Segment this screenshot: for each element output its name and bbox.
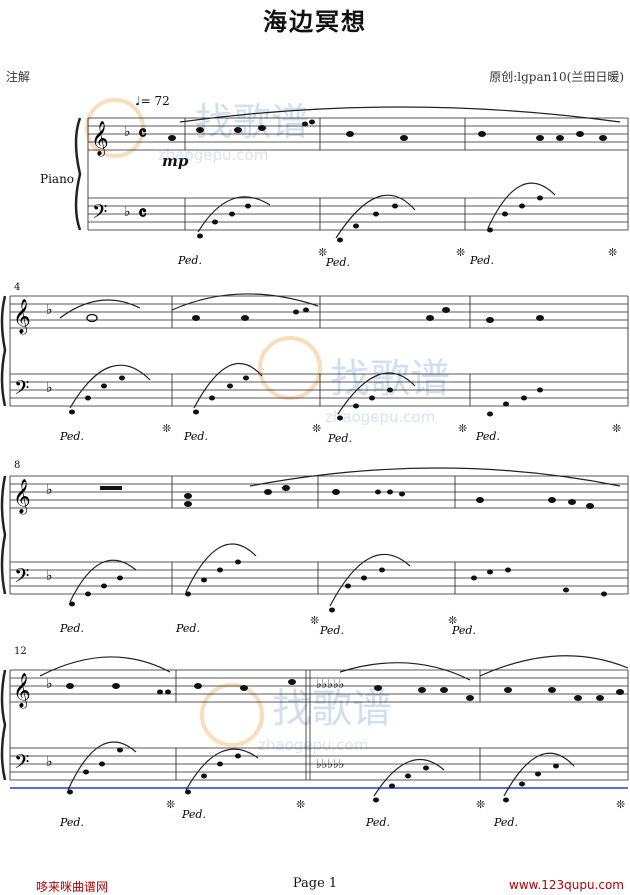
bass-clef-icon: 𝄢 (14, 750, 29, 778)
bass-clef-icon: 𝄢 (92, 200, 107, 228)
svg-text:♭♭♭♭♭: ♭♭♭♭♭ (316, 757, 344, 771)
pedal-marking: Ped. (327, 432, 352, 445)
pedal-release-icon: ❊ (612, 422, 621, 435)
footer-site-name: 哆来咪曲谱网 (36, 880, 109, 894)
watermark-logo: 找歌谱 zhaogepu.com (200, 683, 392, 754)
watermark-brand: 找歌谱 (195, 100, 309, 144)
svg-text:𝄴: 𝄴 (138, 121, 147, 145)
treble-clef-icon: 𝄞 (13, 479, 31, 515)
instrument-label: Piano (40, 172, 75, 186)
pedal-release-icon: ❊ (310, 614, 319, 627)
pedal-release-icon: ❊ (458, 422, 467, 435)
pedal-marking: Ped. (175, 622, 200, 635)
pedal-marking: Ped. (319, 624, 344, 637)
pedal-release-icon: ❊ (312, 422, 321, 435)
pedal-release-icon: ❊ (476, 798, 485, 811)
pedal-release-icon: ❊ (296, 798, 305, 811)
watermark-site: zhaogepu.com (158, 146, 268, 164)
svg-text:𝄴: 𝄴 (138, 201, 147, 225)
svg-text:♭: ♭ (46, 676, 53, 692)
svg-text:♭: ♭ (124, 124, 131, 140)
watermark-brand: 找歌谱 (272, 686, 392, 732)
pedal-release-icon: ❊ (608, 246, 617, 259)
measure-number-4: 4 (14, 282, 21, 293)
pedal-release-icon: ❊ (162, 422, 171, 435)
page-title: 海边冥想 (263, 7, 367, 36)
pedal-marking: Ped. (59, 816, 84, 829)
treble-clef-icon: 𝄞 (13, 673, 31, 709)
system-4: 𝄞 𝄢 ♭ ♭ ♭♭♭♭♭ ♭♭♭♭♭ (0, 655, 629, 829)
pedal-release-icon: ❊ (318, 246, 327, 259)
svg-text:♭: ♭ (46, 568, 53, 584)
bass-clef-icon: 𝄢 (14, 564, 29, 592)
pedal-release-icon: ❊ (448, 614, 457, 627)
system-1: 𝄞 𝄢 ♭ ♭ 𝄴 𝄴 Ped. ❊ Ped. ❊ Ped. (74, 106, 629, 269)
treble-clef-icon: 𝄞 (13, 299, 31, 335)
svg-text:♭: ♭ (124, 204, 131, 220)
svg-text:♭: ♭ (46, 754, 53, 770)
pedal-marking: Ped. (177, 254, 202, 267)
treble-clef-icon: 𝄞 (91, 121, 109, 157)
dynamic-marking: mp (162, 152, 189, 170)
svg-text:♭: ♭ (46, 302, 53, 318)
watermark-logo: 找歌谱 zhaogepu.com (258, 336, 450, 426)
svg-text:♭: ♭ (46, 380, 53, 396)
tempo-marking: ♩= 72 (135, 94, 170, 108)
pedal-marking: Ped. (365, 816, 390, 829)
watermark-site: zhaogepu.com (325, 408, 435, 426)
pedal-marking: Ped. (59, 430, 84, 443)
pedal-release-icon: ❊ (616, 798, 625, 811)
measure-number-12: 12 (14, 646, 27, 657)
pedal-marking: Ped. (475, 430, 500, 443)
pedal-marking: Ped. (59, 622, 84, 635)
svg-text:♭: ♭ (46, 482, 53, 498)
watermark-logo: 找歌谱 zhaogepu.com (85, 98, 309, 164)
svg-text:♭♭♭♭♭: ♭♭♭♭♭ (316, 677, 344, 691)
pedal-marking: Ped. (183, 430, 208, 443)
system-3: 𝄞 𝄢 ♭ ♭ Ped. Ped. ❊ Ped. (0, 467, 629, 637)
pedal-release-icon: ❊ (166, 798, 175, 811)
pedal-marking: Ped. (493, 816, 518, 829)
page-number: Page 1 (292, 876, 338, 891)
watermark-site: zhaogepu.com (258, 736, 368, 754)
pedal-release-icon: ❊ (456, 246, 465, 259)
pedal-marking: Ped. (325, 256, 350, 269)
bass-clef-icon: 𝄢 (14, 376, 29, 404)
composer-credit: 原创:lgpan10(兰田日暖) (489, 70, 624, 84)
watermark-brand: 找歌谱 (330, 356, 450, 402)
system-2: 𝄞 𝄢 ♭ ♭ Ped. ❊ Ped. ❊ Ped. ❊ (0, 293, 629, 445)
footer-url: www.123qupu.com (509, 878, 624, 892)
annotation-label: 注解 (6, 70, 31, 84)
measure-number-8: 8 (14, 460, 21, 471)
pedal-marking: Ped. (181, 808, 206, 821)
pedal-marking: Ped. (451, 624, 476, 637)
pedal-marking: Ped. (469, 254, 494, 267)
